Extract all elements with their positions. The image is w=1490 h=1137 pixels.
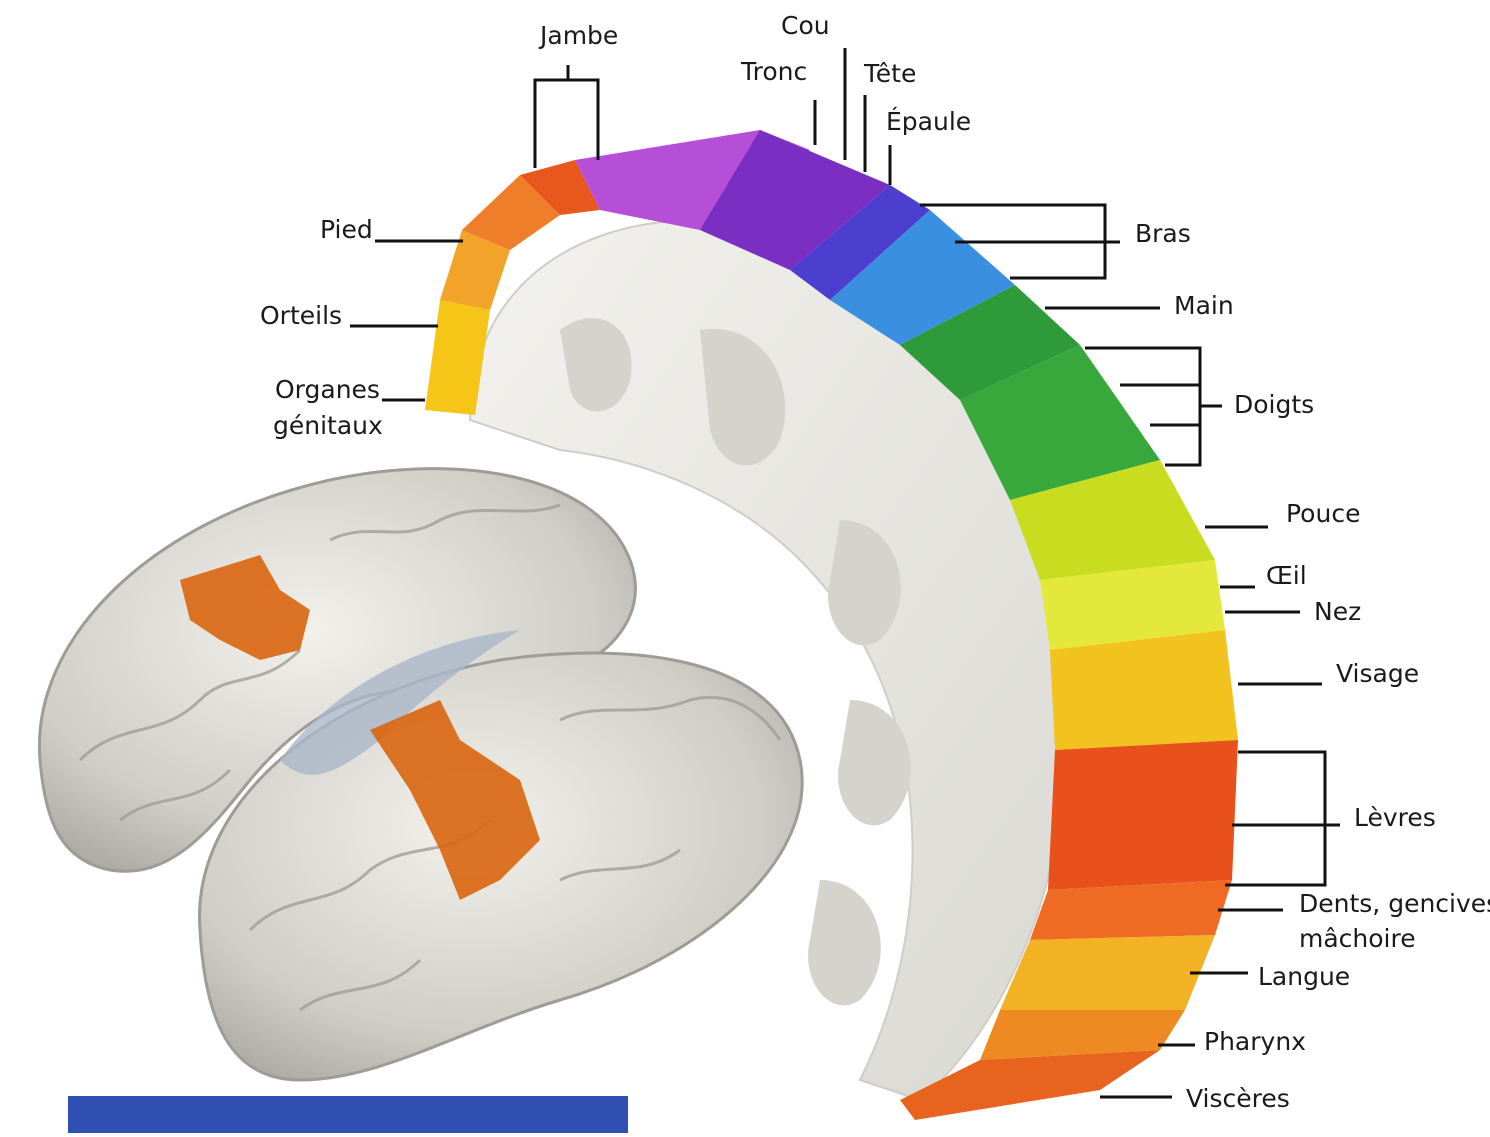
label-orteils: Orteils [260,302,342,331]
band-levres [1048,740,1238,890]
label-dents-2: mâchoire [1299,925,1416,954]
label-oeil: Œil [1266,562,1307,591]
label-epaule: Épaule [886,108,971,137]
label-bras: Bras [1135,220,1191,249]
label-doigts: Doigts [1234,391,1314,420]
label-nez: Nez [1314,598,1361,627]
label-langue: Langue [1258,963,1350,992]
label-main: Main [1174,292,1234,321]
label-cou: Cou [781,12,830,41]
label-pouce: Pouce [1286,500,1360,529]
label-pharynx: Pharynx [1204,1028,1306,1057]
label-dents-1: Dents, gencives [1299,890,1490,919]
band-visage [1050,630,1238,750]
label-pied: Pied [320,216,373,245]
label-tronc: Tronc [741,58,807,87]
bottom-bar [68,1096,628,1133]
label-visage: Visage [1336,660,1419,689]
label-organes-2: génitaux [273,412,383,441]
label-visceres: Viscères [1186,1085,1290,1114]
band-langue [1000,935,1215,1010]
label-jambe: Jambe [540,22,618,51]
label-organes-1: Organes [275,376,380,405]
brain-hemispheres [39,469,802,1080]
label-levres: Lèvres [1354,804,1436,833]
label-tete: Tête [864,60,916,89]
